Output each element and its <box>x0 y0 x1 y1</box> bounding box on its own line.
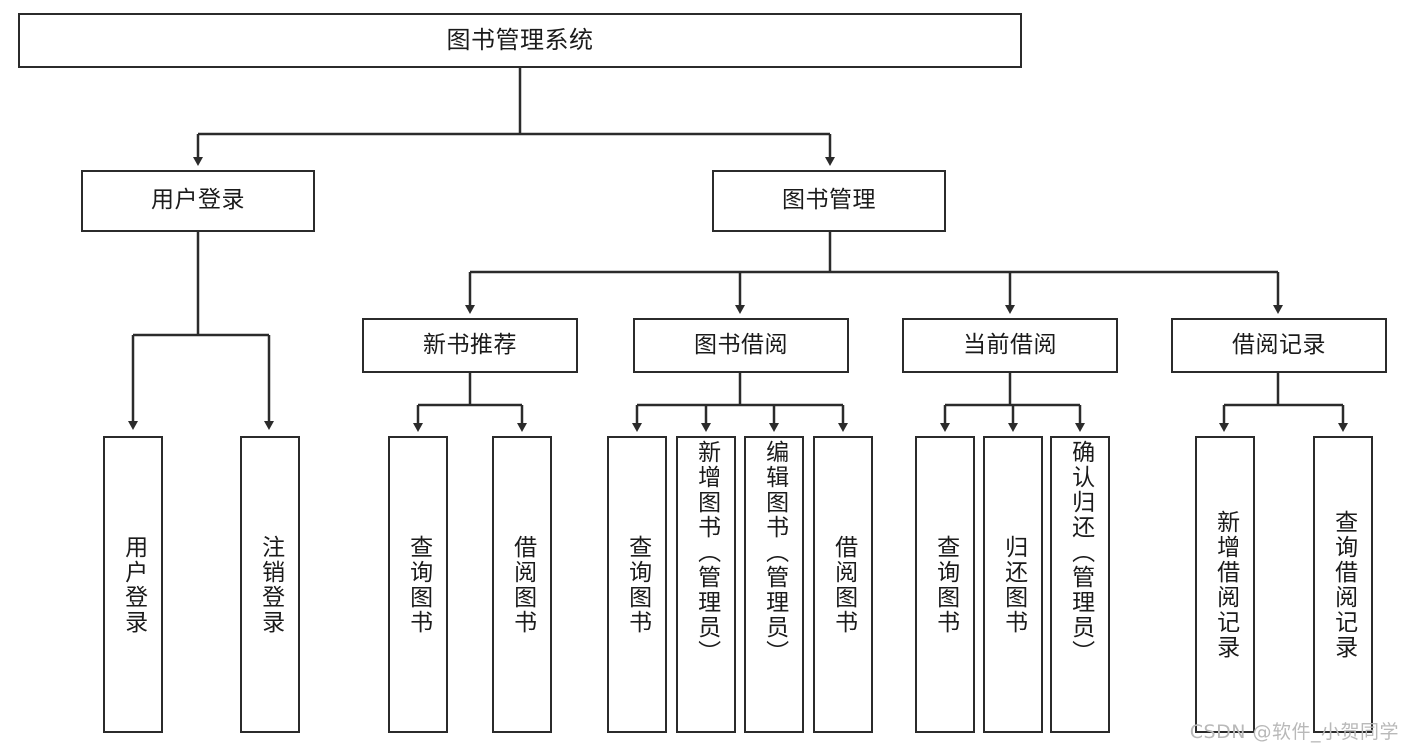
node-label: 当前借阅 <box>963 331 1057 358</box>
node-label: 图书管理系统 <box>446 26 594 55</box>
node-leaf-query-borrow-record[interactable]: 查询借阅记录 <box>1313 436 1373 733</box>
node-label: 借阅图书 <box>509 534 536 635</box>
node-label: 查询图书 <box>932 534 959 635</box>
node-label: 图书管理 <box>782 187 876 214</box>
node-label: 图书借阅 <box>694 331 788 358</box>
node-label: 借阅记录 <box>1232 331 1326 358</box>
node-leaf-return-book[interactable]: 归还图书 <box>983 436 1043 733</box>
node-leaf-borrow-book-recommend[interactable]: 借阅图书 <box>492 436 552 733</box>
node-label: 新增借阅记录 <box>1212 509 1239 660</box>
node-leaf-edit-book-admin[interactable]: 编辑图书（管理员） <box>744 436 804 733</box>
node-leaf-query-book-borrow[interactable]: 查询图书 <box>607 436 667 733</box>
node-leaf-user-login[interactable]: 用户登录 <box>103 436 163 733</box>
csdn-watermark: CSDN @软件_小贺同学 <box>1189 721 1399 743</box>
node-label: 用户登录 <box>151 187 245 214</box>
node-current-borrow[interactable]: 当前借阅 <box>902 318 1118 373</box>
node-new-book-recommend[interactable]: 新书推荐 <box>362 318 578 373</box>
node-leaf-add-book-admin[interactable]: 新增图书（管理员） <box>676 436 736 733</box>
node-leaf-confirm-return-admin[interactable]: 确认归还（管理员） <box>1050 436 1110 733</box>
node-borrow-record[interactable]: 借阅记录 <box>1171 318 1387 373</box>
node-leaf-query-book-recommend[interactable]: 查询图书 <box>388 436 448 733</box>
node-leaf-query-book-current[interactable]: 查询图书 <box>915 436 975 733</box>
node-root-book-management-system[interactable]: 图书管理系统 <box>18 13 1022 68</box>
node-label: 编辑图书（管理员） <box>761 440 788 665</box>
node-label: 确认归还（管理员） <box>1067 440 1094 665</box>
node-label: 新书推荐 <box>423 331 517 358</box>
node-book-borrow[interactable]: 图书借阅 <box>633 318 849 373</box>
node-label: 借阅图书 <box>830 534 857 635</box>
node-label: 注销登录 <box>257 534 284 635</box>
node-label: 查询图书 <box>405 534 432 635</box>
node-book-management[interactable]: 图书管理 <box>712 170 946 232</box>
node-leaf-logout-login[interactable]: 注销登录 <box>240 436 300 733</box>
node-user-login[interactable]: 用户登录 <box>81 170 315 232</box>
node-label: 用户登录 <box>120 534 147 635</box>
node-label: 新增图书（管理员） <box>693 440 720 665</box>
node-leaf-borrow-book[interactable]: 借阅图书 <box>813 436 873 733</box>
node-label: 归还图书 <box>1000 534 1027 635</box>
node-label: 查询图书 <box>624 534 651 635</box>
node-label: 查询借阅记录 <box>1330 509 1357 660</box>
node-leaf-add-borrow-record[interactable]: 新增借阅记录 <box>1195 436 1255 733</box>
